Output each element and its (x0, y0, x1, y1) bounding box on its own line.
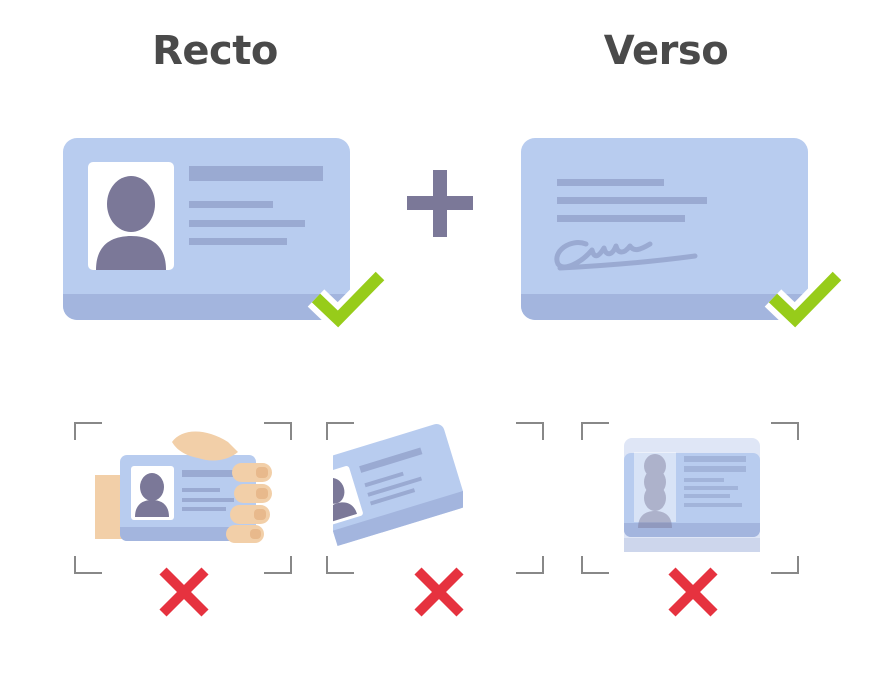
info-line (189, 238, 287, 245)
recto-heading: Recto (152, 28, 278, 74)
signature-icon (554, 240, 698, 271)
cross-icon (668, 567, 718, 617)
verso-heading: Verso (603, 28, 729, 74)
front-id-card (63, 138, 350, 320)
checkmark-icon (764, 267, 846, 336)
info-line (557, 215, 685, 222)
checkmark-icon (307, 267, 389, 336)
info-line (189, 220, 305, 227)
info-line (189, 201, 273, 208)
scan-frame (74, 422, 292, 574)
bad-example-tilted-card (326, 422, 544, 617)
bad-example-blurry-card (581, 422, 799, 617)
info-line (557, 197, 707, 204)
bad-example-hand-covering (74, 422, 292, 617)
hand-icon (172, 431, 272, 543)
info-line (557, 179, 664, 186)
name-line (189, 166, 323, 181)
scan-frame (581, 422, 799, 574)
person-silhouette-icon (135, 473, 169, 517)
cross-icon (414, 567, 464, 617)
wrist (95, 475, 123, 539)
back-id-card (521, 138, 808, 320)
person-silhouette-icon (96, 176, 166, 270)
cross-icon (159, 567, 209, 617)
scan-frame (326, 422, 544, 574)
plus-icon (407, 170, 473, 237)
